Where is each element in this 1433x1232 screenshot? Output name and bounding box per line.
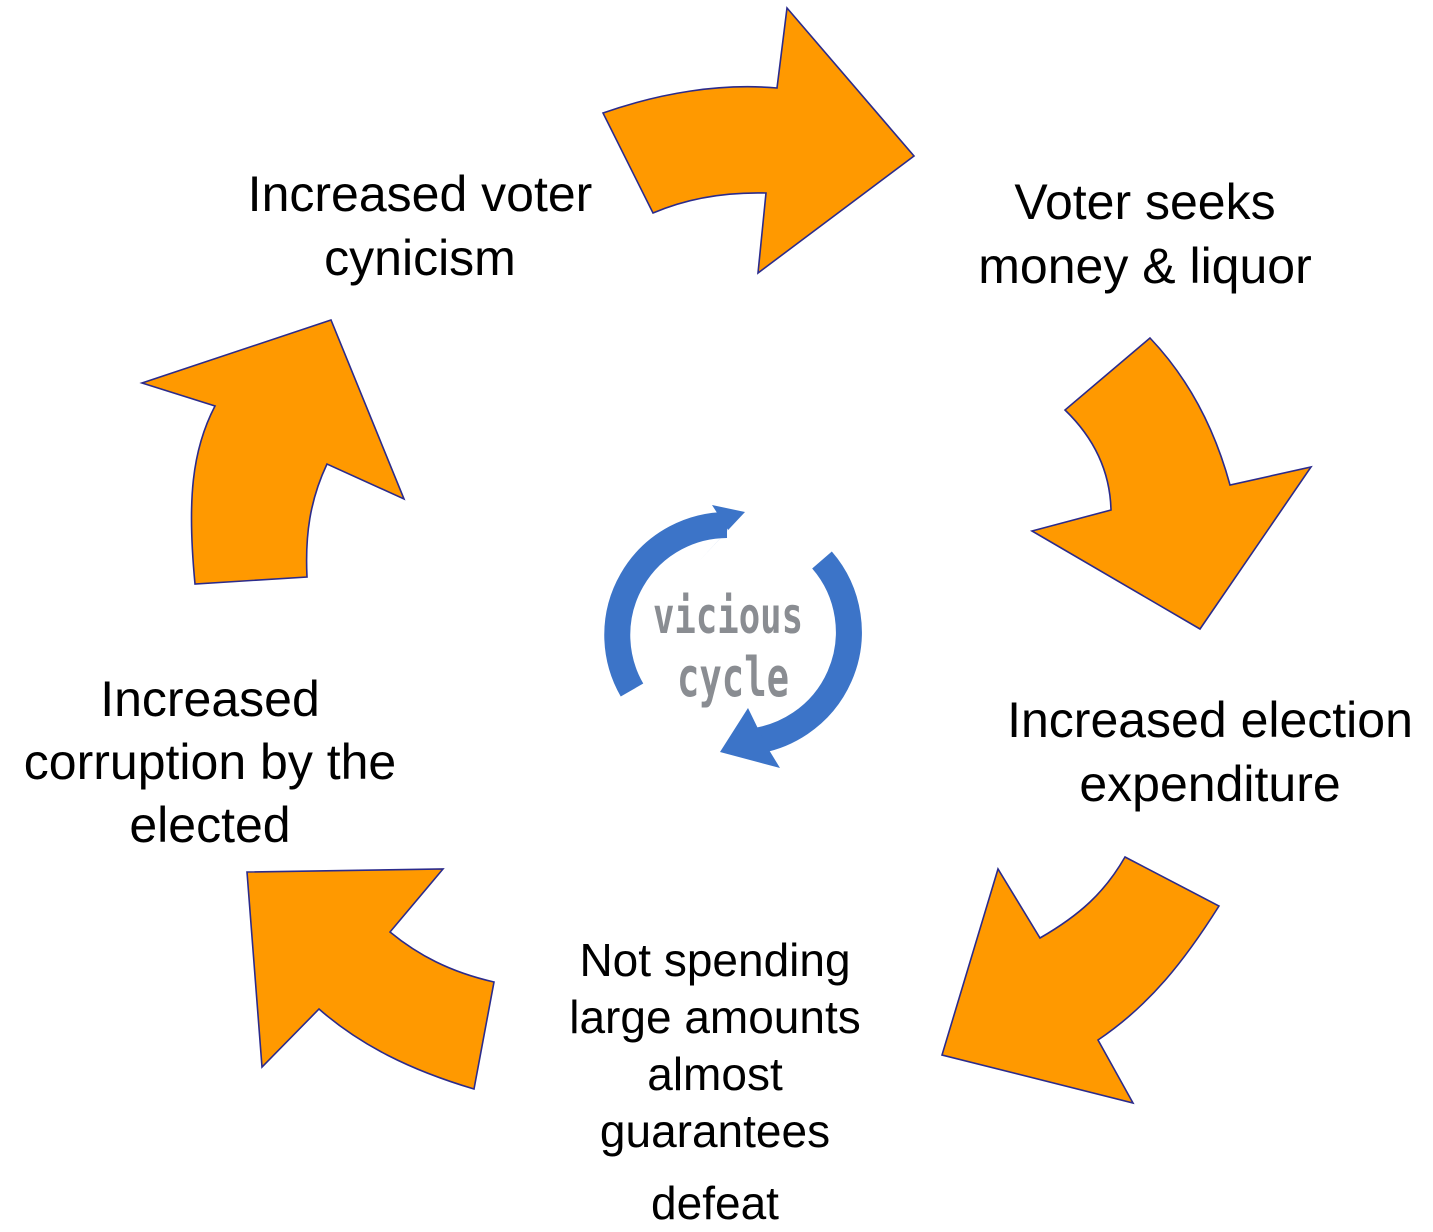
arrow-cynicism-to-voter-seeks [601,6,916,275]
cycle-arrows [139,6,1313,1105]
vicious-cycle-logo: vicious cycle [604,498,862,768]
node-increased-voter-cynicism: Increased voter cynicism [220,162,620,290]
node-text-line: Increased election [1007,692,1413,748]
circular-arrows-icon [604,505,862,768]
arrow-corruption-to-cynicism [139,319,406,585]
node-not-spending-guarantees-defeat: Not spending large amounts almost guaran… [530,932,900,1232]
node-text-line: almost [647,1048,783,1100]
logo-text-line2: cycle [677,646,789,709]
node-text-line: large amounts [569,991,861,1043]
node-increased-election-expenditure: Increased election expenditure [985,688,1433,816]
arrow-not-spending-to-corruption [246,868,495,1091]
node-voter-seeks-money-liquor: Voter seeks money & liquor [945,170,1345,298]
node-text-line: Increased voter [247,166,593,222]
arrow-voter-seeks-to-expenditure [1029,336,1313,631]
node-text-line: cynicism [324,230,516,286]
node-increased-corruption: Increased corruption by the elected [5,668,415,857]
logo-text-line1: vicious [653,587,803,645]
node-text-line: expenditure [1079,756,1341,812]
node-text-line: corruption by the [23,734,397,790]
node-text-line: Voter seeks [1014,174,1276,230]
node-text-line: money & liquor [978,238,1312,294]
arrow-expenditure-to-not-spending [940,855,1221,1105]
node-text-line: defeat [651,1177,779,1229]
node-text-line: Not spending [579,934,851,986]
node-text-line: guarantees [599,1105,831,1157]
node-text-line: elected [129,797,291,853]
node-text-line: Increased [100,671,320,727]
